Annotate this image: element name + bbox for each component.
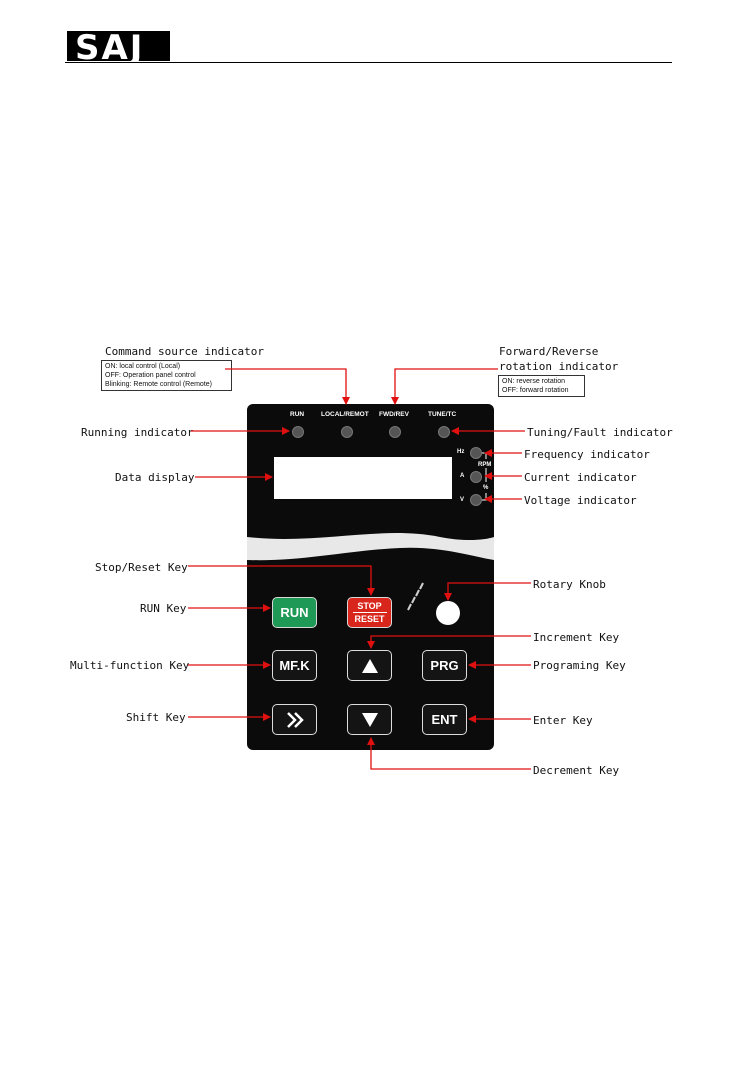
fwd-rev-label-line1: Forward/Reverse: [499, 345, 599, 358]
run-key-label: RUN Key: [140, 602, 187, 615]
frequency-indicator-label: Frequency indicator: [524, 448, 650, 461]
fwd-rev-arrow: [391, 368, 498, 405]
enter-key-label: Enter Key: [533, 714, 593, 727]
run-led-title: RUN: [290, 411, 305, 418]
note-line: Blinking: Remote control (Remote): [105, 381, 212, 388]
hz-led: [470, 447, 482, 459]
increment-key-label: Increment Key: [533, 631, 620, 644]
programming-key-label: Programing Key: [533, 659, 626, 672]
a-led: [470, 471, 482, 483]
fwd-rev-led-title: FWD/REV: [379, 411, 409, 418]
local-remot-led-title: LOCAL/REMOT: [321, 411, 369, 418]
data-display-label: Data display: [115, 471, 195, 484]
rotary-knob[interactable]: [436, 601, 460, 625]
note-line: OFF: Operation panel control: [105, 372, 196, 379]
multi-function-key-label: Multi-function Key: [70, 659, 190, 672]
percent-unit-label: %: [483, 485, 489, 491]
note-line: ON: local control (Local): [105, 363, 181, 370]
data-display: [274, 457, 452, 499]
double-chevron-right-icon: [286, 711, 304, 728]
reset-label: RESET: [354, 614, 385, 624]
current-indicator-label: Current indicator: [524, 471, 637, 484]
tune-tc-led: [438, 426, 450, 438]
fwd-rev-note: ON: reverse rotation OFF: forward rotati…: [498, 375, 585, 397]
enter-key[interactable]: ENT: [422, 704, 467, 735]
multi-function-key[interactable]: MF.K: [272, 650, 317, 681]
command-source-note: ON: local control (Local) OFF: Operation…: [101, 360, 232, 391]
decrement-key[interactable]: [347, 704, 392, 735]
header-rule: [65, 62, 672, 63]
voltage-indicator-label: Voltage indicator: [524, 494, 637, 507]
shift-key-label: Shift Key: [126, 711, 186, 724]
stop-reset-arrow: [188, 565, 375, 596]
programming-key[interactable]: PRG: [422, 650, 467, 681]
run-key[interactable]: RUN: [272, 597, 317, 628]
stop-reset-key-label: Stop/Reset Key: [95, 561, 188, 574]
a-unit-label: A: [460, 473, 465, 479]
increment-arrow: [367, 635, 531, 649]
fwd-rev-led: [389, 426, 401, 438]
run-led: [292, 426, 304, 438]
down-triangle-icon: [361, 712, 378, 727]
tuning-fault-label: Tuning/Fault indicator: [527, 426, 673, 439]
up-triangle-icon: [361, 658, 378, 673]
v-led: [470, 494, 482, 506]
panel-wave: [247, 533, 494, 561]
stop-label: STOP: [357, 601, 382, 611]
hz-unit-label: Hz: [457, 449, 465, 455]
command-source-label: Command source indicator: [105, 345, 264, 358]
knob-tick-marks: [407, 582, 424, 611]
stop-reset-key[interactable]: STOP RESET: [347, 597, 392, 628]
note-line: ON: reverse rotation: [502, 378, 566, 385]
decrement-key-label: Decrement Key: [533, 764, 620, 777]
fwd-rev-label-line2: rotation indicator: [499, 360, 619, 373]
decrement-arrow: [367, 737, 531, 770]
rotary-knob-arrow: [444, 582, 531, 601]
stop-divider: [352, 612, 387, 613]
rotary-knob-label: Rotary Knob: [533, 578, 606, 591]
command-source-arrow: [225, 368, 350, 405]
v-unit-label: V: [460, 497, 465, 503]
running-indicator-label: Running indicator: [81, 426, 194, 439]
local-remot-led: [341, 426, 353, 438]
logo-text: SAJ: [75, 28, 145, 68]
note-line: OFF: forward rotation: [502, 387, 569, 394]
rpm-unit-label: RPM: [478, 462, 492, 468]
company-logo: SAJ: [67, 28, 170, 68]
increment-key[interactable]: [347, 650, 392, 681]
tune-tc-led-title: TUNE/TC: [428, 411, 457, 418]
shift-key[interactable]: [272, 704, 317, 735]
